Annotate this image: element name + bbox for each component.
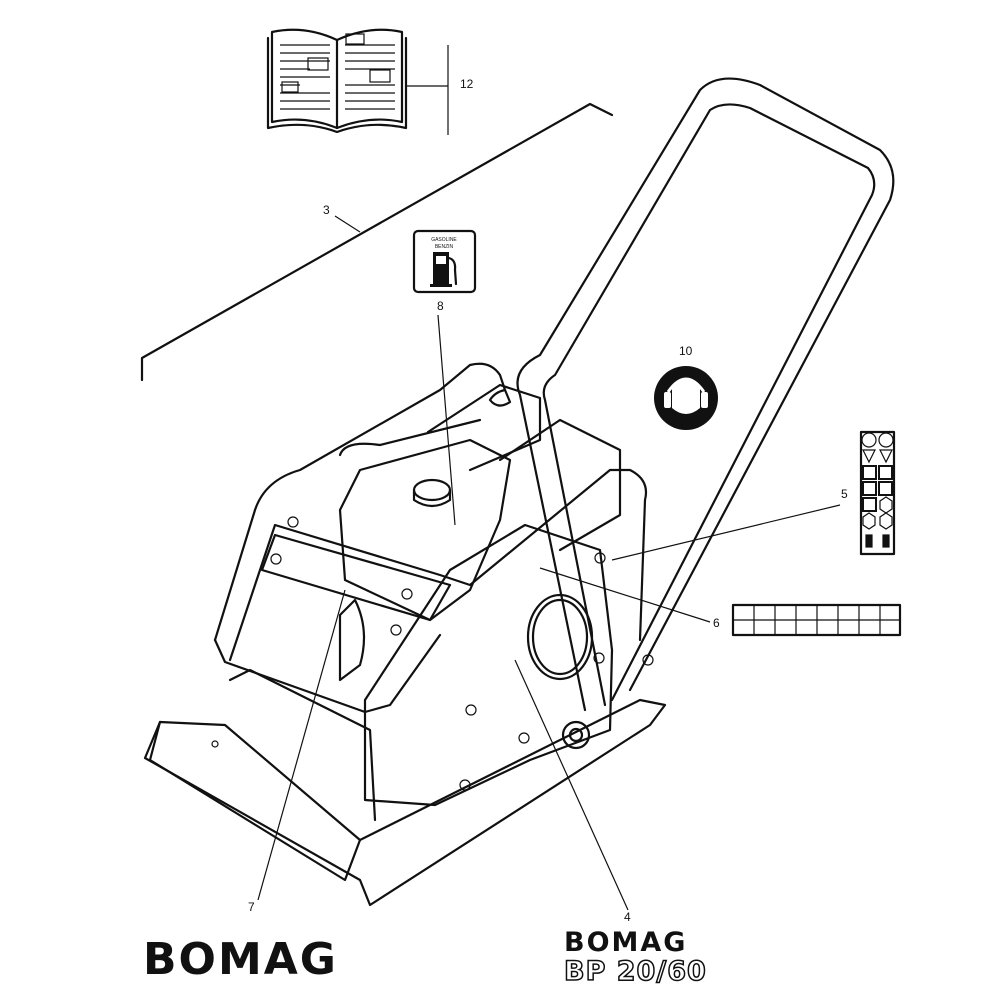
grid-decal-icon <box>731 603 902 637</box>
fuel-pump-icon: GASOLINE BENZIN <box>412 229 477 294</box>
callout-5: 5 <box>841 487 848 501</box>
callout-8: 8 <box>437 299 444 313</box>
decal-strip-line <box>140 102 614 382</box>
callout-10: 10 <box>679 344 693 358</box>
manual-book-icon <box>266 28 408 134</box>
svg-text:GASOLINE: GASOLINE <box>431 237 457 243</box>
callout-7: 7 <box>248 900 255 914</box>
plate-compactor-drawing <box>143 77 895 907</box>
callout-3: 3 <box>323 203 330 217</box>
callout-4: 4 <box>624 910 631 924</box>
bomag-logo-right: BOMAG <box>564 927 688 958</box>
model-name: BP 20/60 <box>563 955 707 988</box>
bolts <box>211 516 654 791</box>
callout-12: 12 <box>460 77 474 91</box>
callout-6: 6 <box>713 616 720 630</box>
ear-protection-icon <box>654 366 718 430</box>
svg-text:BENZIN: BENZIN <box>435 244 454 250</box>
instruction-decal-icon <box>859 430 896 556</box>
bomag-logo-left: BOMAG <box>143 934 338 985</box>
